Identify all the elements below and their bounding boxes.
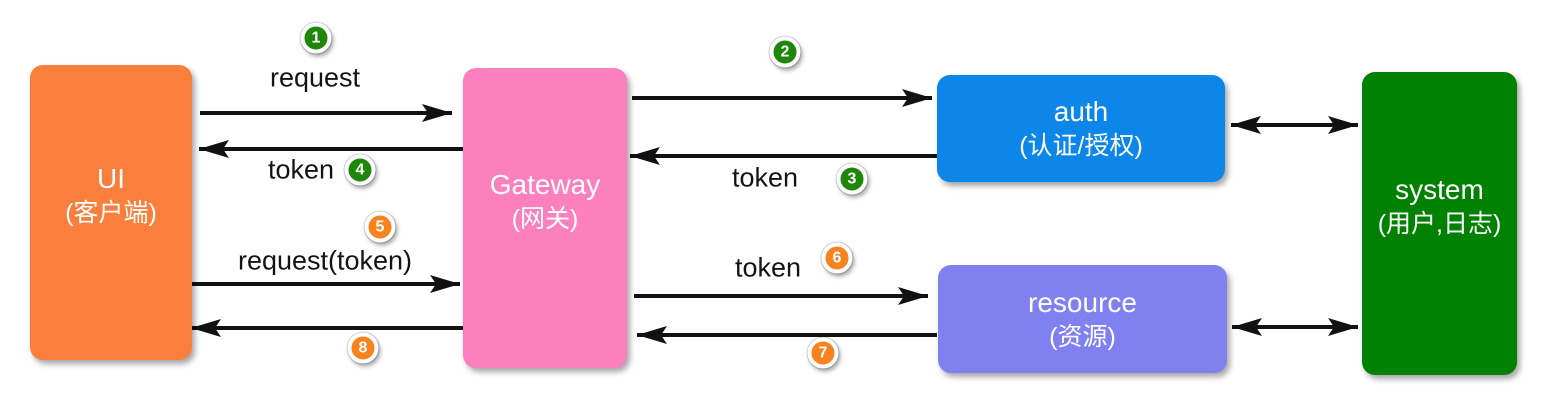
node-auth-subtitle: (认证/授权)	[1019, 132, 1143, 161]
step-badge-3: 3	[836, 163, 868, 195]
node-ui: UI (客户端)	[30, 65, 192, 360]
node-system-subtitle: (用户,日志)	[1377, 210, 1502, 239]
step-badge-4: 4	[344, 154, 376, 186]
label-request-token: request(token)	[237, 245, 413, 276]
step-badge-1: 1	[300, 22, 332, 54]
node-auth-title: auth	[1053, 96, 1109, 128]
step-badge-8: 8	[347, 332, 379, 364]
step-badge-5: 5	[364, 211, 396, 243]
label-token-step4: token	[267, 154, 335, 185]
node-system-title: system	[1395, 174, 1484, 206]
node-system: system (用户,日志)	[1362, 72, 1517, 375]
label-request: request	[269, 62, 361, 93]
node-ui-title: UI	[97, 163, 125, 195]
label-token-step6: token	[734, 252, 802, 283]
step-badge-6: 6	[821, 242, 853, 274]
node-gateway: Gateway (网关)	[463, 68, 627, 368]
node-resource-subtitle: (资源)	[1049, 322, 1116, 351]
node-gateway-subtitle: (网关)	[511, 204, 579, 233]
node-resource: resource (资源)	[938, 265, 1227, 373]
node-ui-subtitle: (客户端)	[65, 199, 157, 228]
step-badge-7: 7	[807, 337, 839, 369]
label-token-step3: token	[731, 162, 799, 193]
node-gateway-title: Gateway	[489, 168, 601, 200]
node-auth: auth (认证/授权)	[937, 75, 1225, 182]
node-resource-title: resource	[1028, 286, 1137, 318]
step-badge-2: 2	[769, 36, 801, 68]
